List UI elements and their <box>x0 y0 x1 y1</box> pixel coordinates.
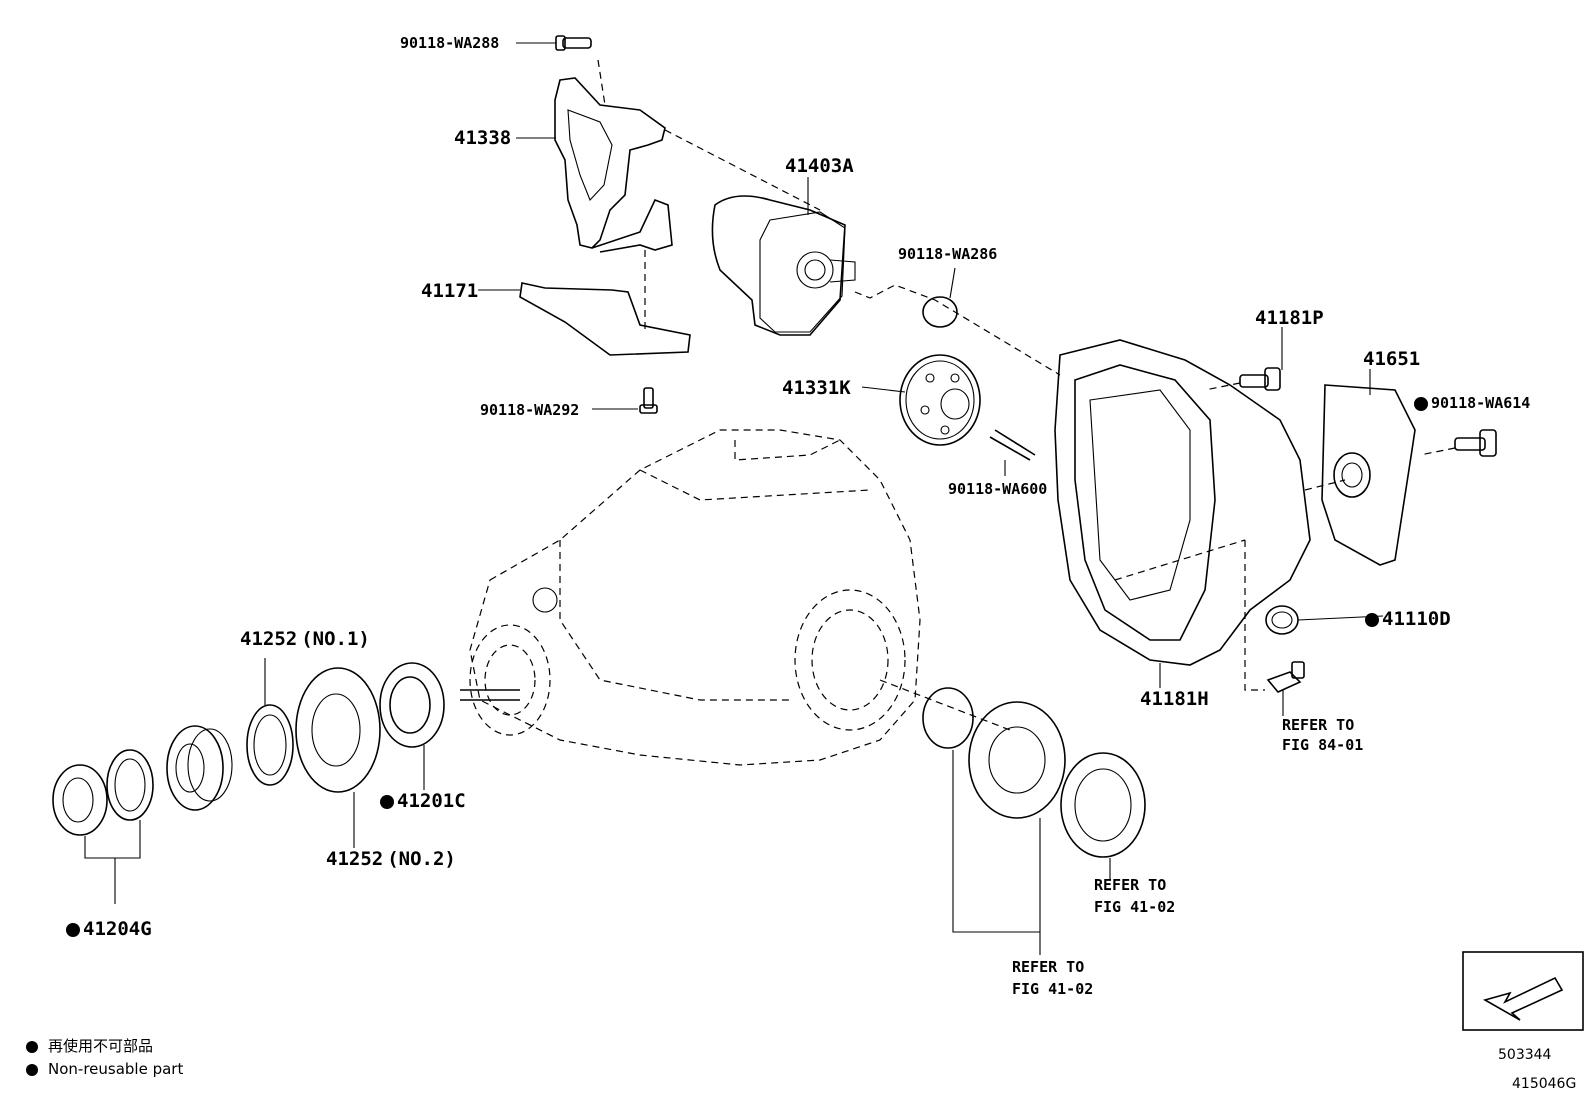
part-label-90118-wa614: 90118-WA614 <box>1414 394 1530 412</box>
side-ring-drawing <box>1060 752 1146 858</box>
bracket-41338-drawing <box>554 77 821 330</box>
refer-label-41-02-b-line1: REFER TO <box>1012 958 1085 976</box>
legend-english: Non-reusable part <box>26 1060 183 1078</box>
legend-japanese: 再使用不可部品 <box>26 1035 153 1056</box>
part-label-41252-no1-note: (NO.1) <box>301 628 370 650</box>
non-reusable-dot-icon <box>26 1063 38 1076</box>
part-label-41252-no2-number: 41252 <box>326 848 384 870</box>
bolt-41181p-drawing <box>1204 367 1281 391</box>
part-label-41651: 41651 <box>1363 348 1421 370</box>
part-label-41338: 41338 <box>454 127 512 149</box>
o-ring-wa286-drawing <box>922 296 958 328</box>
actuator-41403a-drawing <box>711 195 1061 376</box>
part-label-41204g-text: 41204G <box>83 918 152 940</box>
non-reusable-dot-icon <box>1414 396 1428 411</box>
bolt-wa292-drawing <box>639 387 658 414</box>
non-reusable-dot-icon <box>66 922 80 937</box>
plate-41171-drawing <box>519 282 691 356</box>
nut-41204g-drawing <box>52 764 108 836</box>
plug-41110d-drawing <box>1265 605 1299 635</box>
part-label-41331k: 41331K <box>782 377 851 399</box>
refer-label-41-02-a-line1: REFER TO <box>1094 876 1167 894</box>
bolt-wa614-drawing <box>1419 429 1497 457</box>
refer-label-84-01-line2: FIG 84-01 <box>1282 736 1364 754</box>
part-label-41181p: 41181P <box>1255 307 1324 329</box>
figure-code: 415046G <box>1512 1076 1577 1092</box>
bearing-drawing <box>166 725 233 811</box>
part-label-90118-wa600: 90118-WA600 <box>948 480 1048 498</box>
part-label-41252-no1: 41252(NO.1) <box>240 628 370 650</box>
part-label-41181h: 41181H <box>1140 688 1209 710</box>
rear-cover-41181h-drawing <box>1054 339 1346 691</box>
washer-41252-no2-drawing <box>295 667 381 793</box>
leader-lines <box>84 42 1384 955</box>
refer-label-84-01-line1: REFER TO <box>1282 716 1355 734</box>
part-label-90118-wa614-text: 90118-WA614 <box>1431 394 1531 412</box>
refer-label-41-02-b-line2: FIG 41-02 <box>1012 980 1094 998</box>
part-label-90118-wa286: 90118-WA286 <box>898 245 998 263</box>
oil-seal-41201c-drawing <box>379 662 445 748</box>
non-reusable-dot-icon <box>1365 612 1379 627</box>
cover-plate-41651-drawing <box>1321 384 1416 566</box>
part-label-41171: 41171 <box>421 280 479 302</box>
refer-label-41-02-a-line2: FIG 41-02 <box>1094 898 1176 916</box>
non-reusable-dot-icon <box>26 1040 38 1053</box>
part-label-41201c: 41201C <box>380 790 466 812</box>
part-label-41201c-text: 41201C <box>397 790 466 812</box>
non-reusable-dot-icon <box>380 794 394 809</box>
legend-japanese-text: 再使用不可部品 <box>48 1037 154 1055</box>
part-label-41110d: 41110D <box>1365 608 1451 630</box>
part-label-41252-no2: 41252(NO.2) <box>326 848 456 870</box>
box-code: 503344 <box>1498 1047 1552 1063</box>
sensor-drawing <box>1266 661 1305 693</box>
legend-english-text: Non-reusable part <box>48 1060 184 1078</box>
side-seal-drawing <box>968 701 1066 819</box>
part-label-90118-wa292: 90118-WA292 <box>480 401 580 419</box>
part-label-90118-wa288: 90118-WA288 <box>400 34 500 52</box>
washer-41252-no1-drawing <box>246 704 294 786</box>
part-label-41403a: 41403A <box>785 155 854 177</box>
part-label-41110d-text: 41110D <box>1382 608 1451 630</box>
differential-carrier-drawing <box>460 429 1011 766</box>
part-label-41252-no2-note: (NO.2) <box>387 848 456 870</box>
gear-41331k-drawing <box>899 354 1036 461</box>
orientation-box-drawing <box>1462 951 1584 1031</box>
bolt-wa288-drawing <box>555 35 606 106</box>
part-label-41204g: 41204G <box>66 918 152 940</box>
o-ring-large-drawing <box>922 687 974 749</box>
part-label-41252-no1-number: 41252 <box>240 628 298 650</box>
washer-41204g-drawing <box>106 749 154 821</box>
